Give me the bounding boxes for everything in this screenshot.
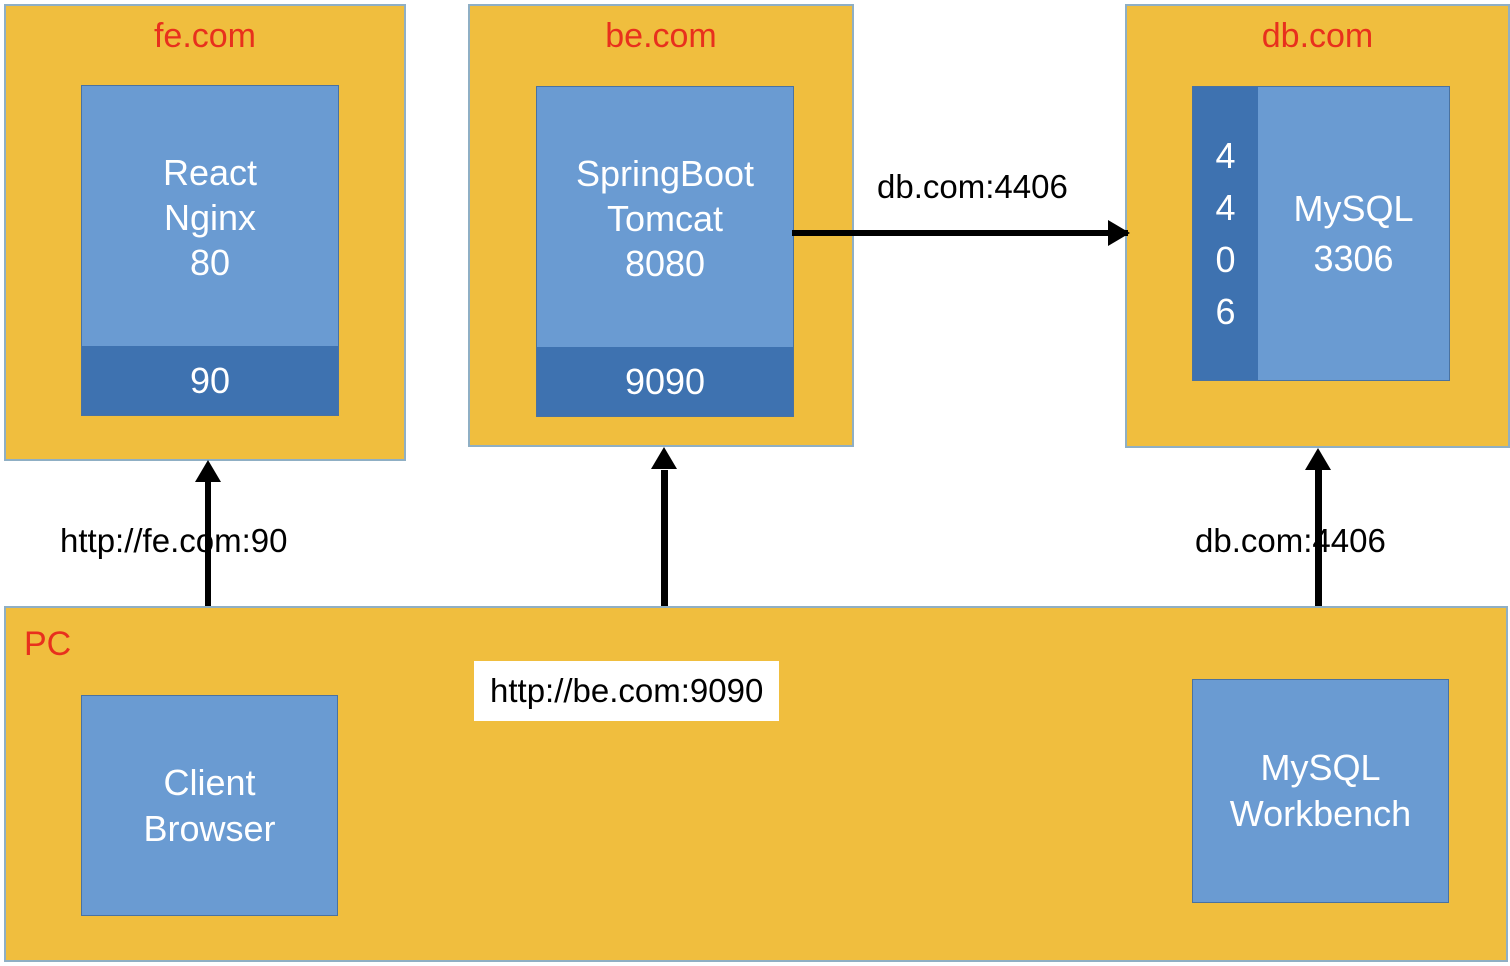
service-box-springboot-tomcat[interactable]: SpringBoot Tomcat 8080 9090 [536, 86, 794, 417]
host-title-pc: PC [24, 625, 72, 663]
service-exposed-port-be: 9090 [537, 347, 793, 416]
connector-browser-to-fe [205, 482, 211, 697]
service-line-be-2: 8080 [624, 242, 706, 284]
service-line-db-1: 3306 [1313, 237, 1394, 279]
edge-label-be-to-db: db.com:4406 [877, 168, 1068, 205]
service-main-be: SpringBoot Tomcat 8080 [537, 87, 793, 349]
exposed-port-value-fe: 90 [189, 360, 231, 401]
client-line-browser-0: Client [163, 761, 256, 803]
service-line-fe-2: 80 [189, 241, 231, 283]
host-box-pc[interactable]: PC Client Browser MySQL Workbench [4, 606, 1508, 962]
client-line-workbench-0: MySQL [1260, 747, 1381, 788]
host-box-be[interactable]: be.com SpringBoot Tomcat 8080 9090 [468, 4, 854, 447]
service-line-db-0: MySQL [1293, 187, 1414, 229]
connector-workbench-to-db [1315, 470, 1322, 682]
host-box-db[interactable]: db.com 4 4 0 6 MySQL 3306 [1125, 4, 1510, 448]
service-line-be-1: Tomcat [606, 197, 724, 239]
service-exposed-port-fe: 90 [82, 346, 338, 415]
service-main-fe: React Nginx 80 [82, 86, 338, 348]
service-line-fe-0: React [162, 151, 258, 193]
edge-label-workbench-to-db: db.com:4406 [1195, 522, 1386, 559]
service-box-react-nginx[interactable]: React Nginx 80 90 [81, 85, 339, 416]
host-title-fe: fe.com [153, 17, 257, 55]
host-box-fe[interactable]: fe.com React Nginx 80 90 [4, 4, 406, 461]
arrow-head-browser-to-fe [195, 460, 221, 482]
host-title-be: be.com [605, 17, 717, 55]
edge-label-browser-to-be-overlay: http://be.com:9090 [474, 661, 780, 721]
client-line-workbench-1: Workbench [1229, 793, 1412, 834]
exposed-port-value-be: 9090 [624, 361, 706, 402]
service-line-be-0: SpringBoot [575, 152, 755, 194]
arrow-head-be-to-db [1108, 220, 1130, 246]
host-title-db: db.com [1261, 17, 1374, 55]
client-line-browser-1: Browser [143, 807, 276, 849]
service-exposed-port-db: 4 4 0 6 [1193, 87, 1258, 380]
arrow-head-browser-to-be [651, 447, 677, 469]
service-box-mysql[interactable]: 4 4 0 6 MySQL 3306 [1192, 86, 1450, 381]
arrow-head-workbench-to-db [1305, 448, 1331, 470]
connector-be-to-db [792, 230, 1128, 236]
edge-label-browser-to-fe: http://fe.com:90 [60, 522, 288, 559]
exposed-port-digit-db-0: 4 [1215, 134, 1236, 176]
service-line-fe-1: Nginx [163, 196, 257, 238]
exposed-port-digit-db-3: 6 [1215, 290, 1236, 332]
exposed-port-digit-db-2: 0 [1215, 238, 1236, 280]
service-main-db: MySQL 3306 [1258, 87, 1449, 380]
client-box-client-browser[interactable]: Client Browser [81, 695, 338, 916]
exposed-port-digit-db-1: 4 [1215, 186, 1236, 228]
client-box-mysql-workbench[interactable]: MySQL Workbench [1192, 679, 1449, 903]
